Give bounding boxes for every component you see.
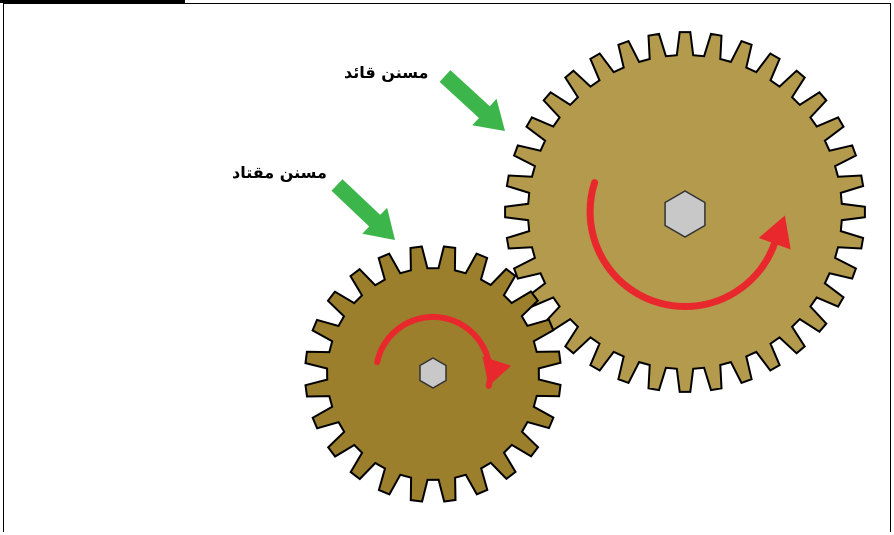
green-arrow-icon (440, 70, 505, 131)
driven-gear-label: مسنن مقتاد (232, 163, 327, 182)
green-arrow-icon (332, 179, 396, 240)
driver-gear-label: مسنن قائد (344, 63, 428, 82)
hexagon-hub-icon (420, 358, 446, 388)
